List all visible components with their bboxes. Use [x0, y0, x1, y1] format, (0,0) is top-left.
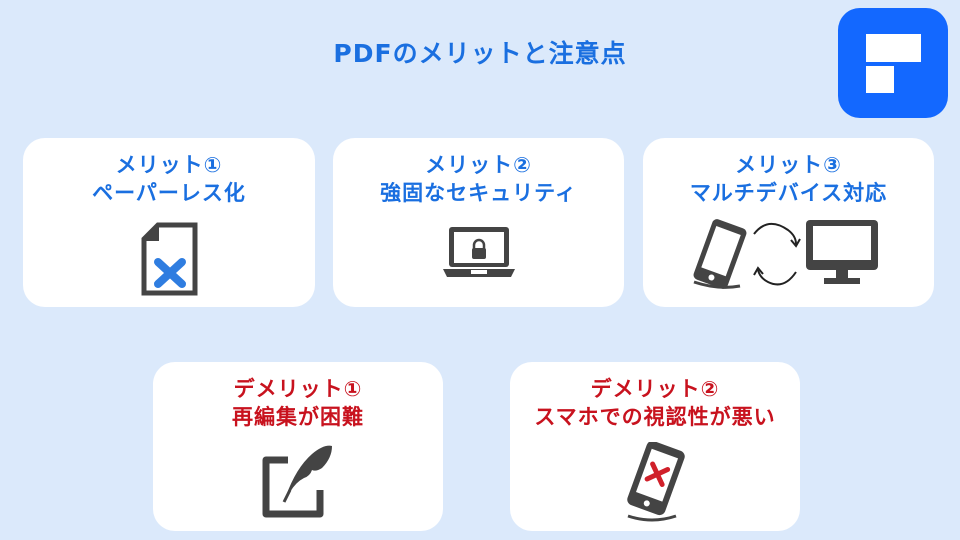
- merit-desc: マルチデバイス対応: [689, 181, 888, 205]
- app-logo-icon: [838, 8, 948, 118]
- laptop-lock-icon: [443, 227, 515, 277]
- page-title: PDFのメリットと注意点: [333, 39, 627, 68]
- phone-monitor-sync-icon: [693, 219, 878, 289]
- merit-label: メリット①: [115, 153, 223, 177]
- demerit-card-2: デメリット② スマホでの視認性が悪い: [510, 362, 800, 531]
- demerit-desc: スマホでの視認性が悪い: [534, 405, 776, 429]
- merit-label: メリット②: [425, 153, 532, 177]
- paper-cross-icon: [141, 222, 198, 296]
- demerit-desc: 再編集が困難: [232, 405, 364, 429]
- phone-cross-icon: [627, 442, 685, 522]
- merit-desc: 強固なセキュリティ: [380, 181, 577, 205]
- edit-pen-icon: [262, 445, 332, 518]
- demerit-label: デメリット②: [590, 377, 720, 401]
- merit-desc: ペーパーレス化: [92, 181, 246, 205]
- merit-card-1: メリット① ペーパーレス化: [23, 138, 315, 307]
- demerit-card-1: デメリット① 再編集が困難: [153, 362, 443, 531]
- merit-card-3: メリット③ マルチデバイス対応: [643, 138, 934, 307]
- merit-card-2: メリット② 強固なセキュリティ: [333, 138, 624, 307]
- merit-label: メリット③: [735, 153, 842, 177]
- demerit-label: デメリット①: [233, 377, 363, 401]
